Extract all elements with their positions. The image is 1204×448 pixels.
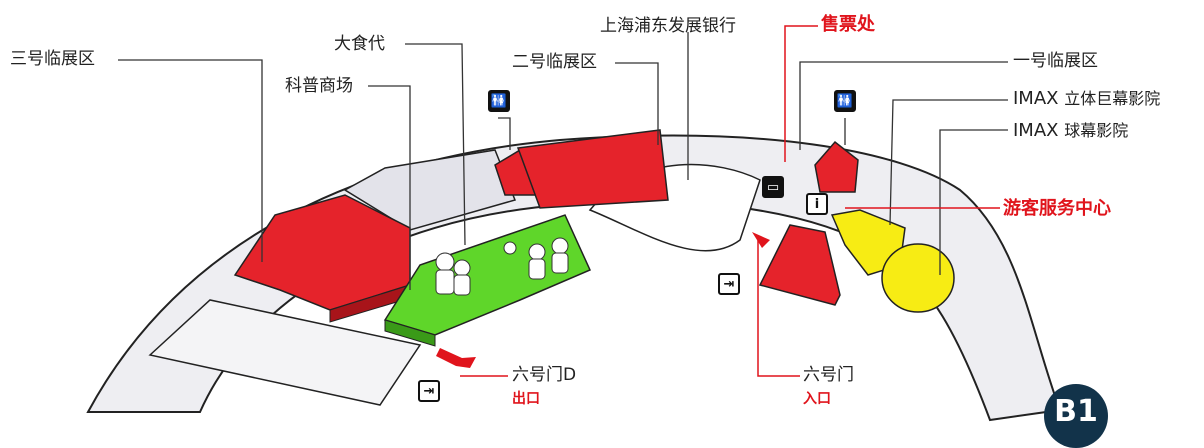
ticket-icon: ▭ — [762, 176, 784, 198]
label-imax-dome-en: IMAX — [1013, 120, 1059, 141]
figurines-decoration — [435, 237, 569, 296]
label-gate-6d: 六号门D — [512, 365, 577, 385]
leader-lines — [118, 32, 1008, 290]
restroom-block-east — [814, 140, 859, 193]
hall-2-area — [516, 129, 669, 209]
label-gate-6: 六号门 — [803, 365, 854, 385]
label-hall-1: 一号临展区 — [1013, 51, 1098, 71]
label-bank: 上海浦东发展银行 — [600, 16, 736, 36]
restroom-icon: 🚻 — [488, 90, 510, 112]
floor-map: 三号临展区 大食代 科普商场 二号临展区 上海浦东发展银行 售票处 一号临展区 … — [10, 14, 1160, 448]
label-ticket-office: 售票处 — [821, 14, 875, 35]
label-food-court: 大食代 — [334, 34, 385, 54]
label-imax-3d-cn: 立体巨幕影院 — [1064, 89, 1161, 108]
restroom-icon: 🚻 — [834, 90, 856, 112]
hall-1-area — [758, 224, 841, 306]
label-imax-dome: IMAX 球幕影院 — [1013, 122, 1128, 140]
exit-door-icon: ⇥ — [418, 380, 440, 402]
west-hall-base — [148, 299, 422, 406]
label-science-shop: 科普商场 — [285, 76, 353, 96]
label-visitor-service: 游客服务中心 — [1003, 198, 1111, 219]
imax-dome-theatre — [881, 243, 955, 313]
label-imax-3d: IMAX 立体巨幕影院 — [1013, 90, 1160, 108]
label-imax-dome-cn: 球幕影院 — [1064, 121, 1129, 140]
label-hall-2: 二号临展区 — [512, 52, 597, 72]
label-entrance: 入口 — [803, 391, 831, 407]
accent-leader-lines — [460, 25, 1000, 377]
exit-arrow — [436, 348, 476, 368]
food-court-side — [384, 319, 436, 347]
entrance-door-icon: ⇥ — [718, 273, 740, 295]
label-imax-3d-en: IMAX — [1013, 88, 1059, 109]
information-icon: i — [806, 193, 828, 215]
floor-badge: B1 — [1044, 384, 1108, 448]
label-exit: 出口 — [512, 391, 540, 407]
label-hall-3: 三号临展区 — [10, 49, 95, 69]
entrance-arrow — [752, 232, 770, 248]
